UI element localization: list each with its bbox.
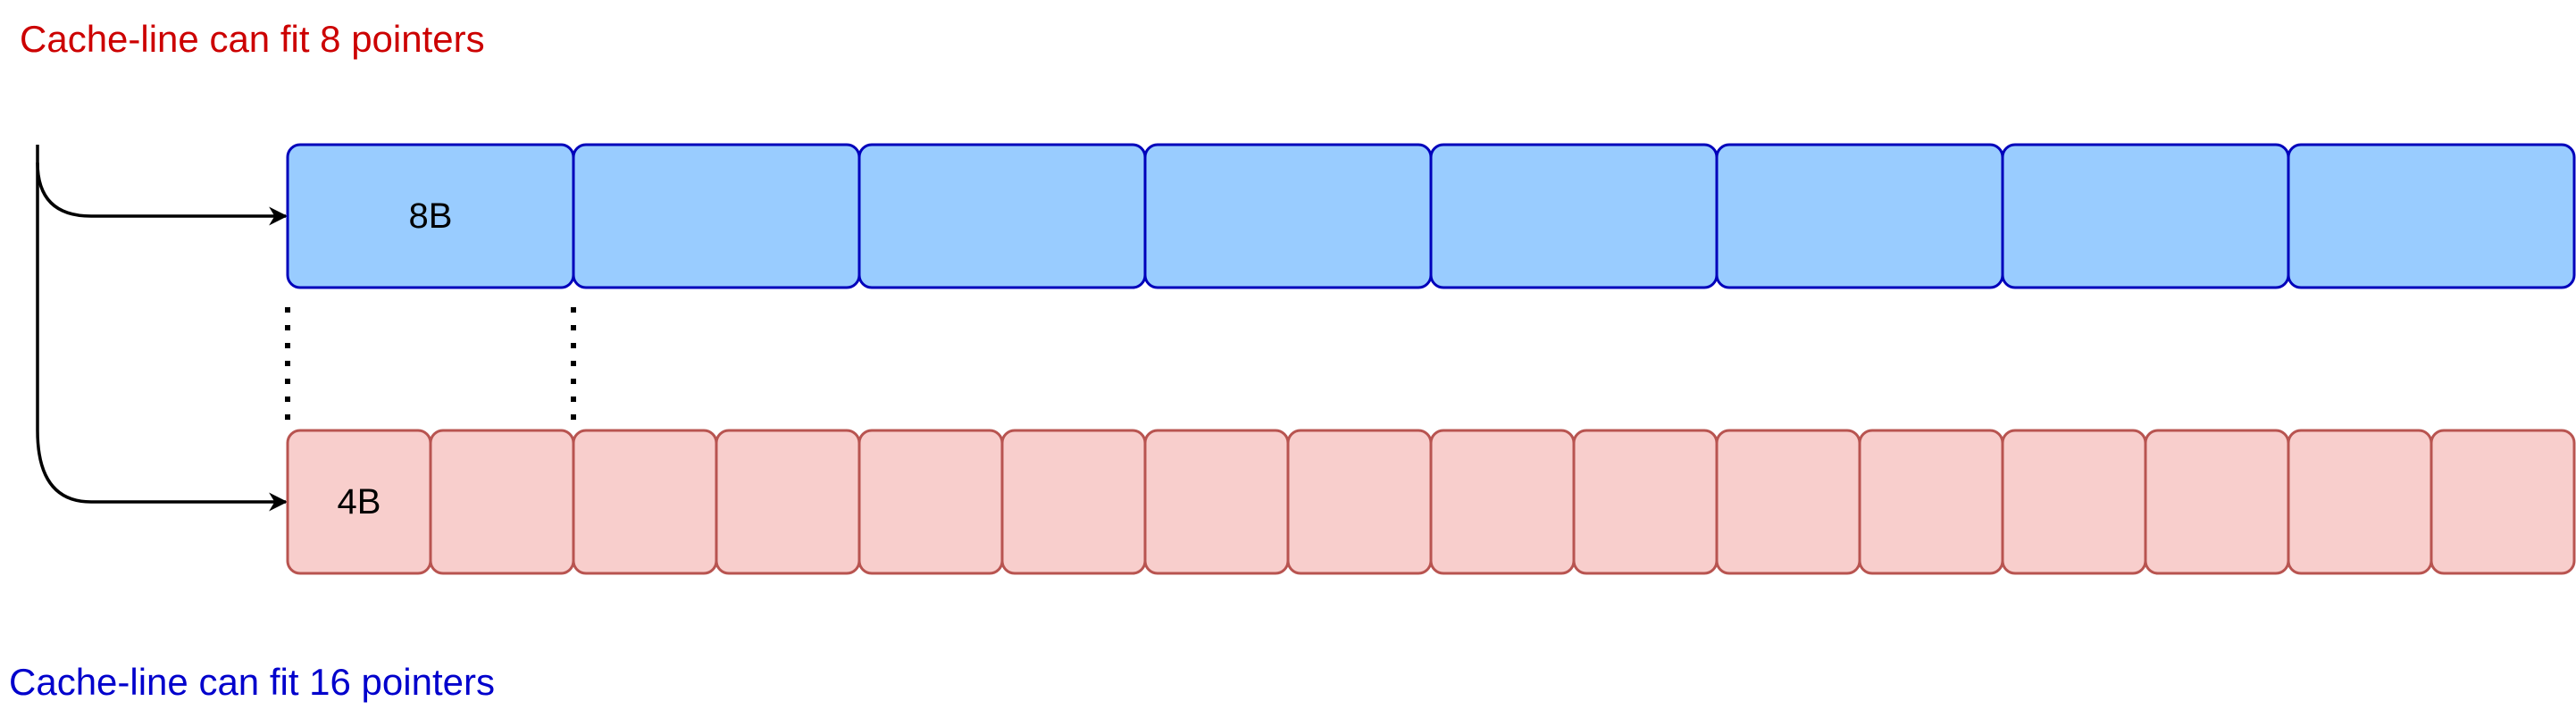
pointer-8-byte-cell-3 bbox=[857, 143, 1147, 289]
pointer-4-byte-cell-12 bbox=[1858, 429, 2004, 575]
pointer-4-byte-cell-16 bbox=[2430, 429, 2576, 575]
pointer-8-byte-row: 8B bbox=[286, 143, 2576, 289]
pointer-4-byte-cell-11 bbox=[1715, 429, 1861, 575]
pointer-4-byte-cell-8 bbox=[1286, 429, 1433, 575]
pointer-4-byte-cell-10 bbox=[1572, 429, 1719, 575]
pointer-8-byte-cell-8 bbox=[2287, 143, 2576, 289]
pointer-4-byte-cell-2 bbox=[429, 429, 575, 575]
connector-to-8b-row bbox=[36, 145, 289, 226]
pointer-8-byte-cell-5 bbox=[1429, 143, 1719, 289]
pointer-4-byte-cell-size-label: 4B bbox=[338, 482, 381, 522]
caption-8-pointers: Cache-line can fit 8 pointers bbox=[20, 18, 485, 60]
pointer-8-byte-cell-2 bbox=[572, 143, 861, 289]
pointer-4-byte-cell-6 bbox=[1000, 429, 1147, 575]
pointer-4-byte-cell-15 bbox=[2287, 429, 2433, 575]
pointer-8-byte-cell-size-label: 8B bbox=[409, 196, 453, 236]
pointer-4-byte-cell-5 bbox=[857, 429, 1004, 575]
pointer-4-byte-cell-7 bbox=[1143, 429, 1290, 575]
pointer-4-byte-cell-14 bbox=[2144, 429, 2290, 575]
pointer-4-byte-row: 4B bbox=[286, 429, 2576, 575]
connector-to-4b-row bbox=[36, 430, 289, 512]
pointer-8-byte-cell-7 bbox=[2001, 143, 2290, 289]
pointer-4-byte-cell-9 bbox=[1429, 429, 1576, 575]
pointer-4-byte-cell-4 bbox=[715, 429, 861, 575]
pointer-4-byte-cell-3 bbox=[572, 429, 718, 575]
pointer-8-byte-cell-4 bbox=[1143, 143, 1433, 289]
pointer-8-byte-cell-6 bbox=[1715, 143, 2004, 289]
caption-16-pointers: Cache-line can fit 16 pointers bbox=[9, 661, 495, 703]
pointer-4-byte-cell-13 bbox=[2001, 429, 2147, 575]
